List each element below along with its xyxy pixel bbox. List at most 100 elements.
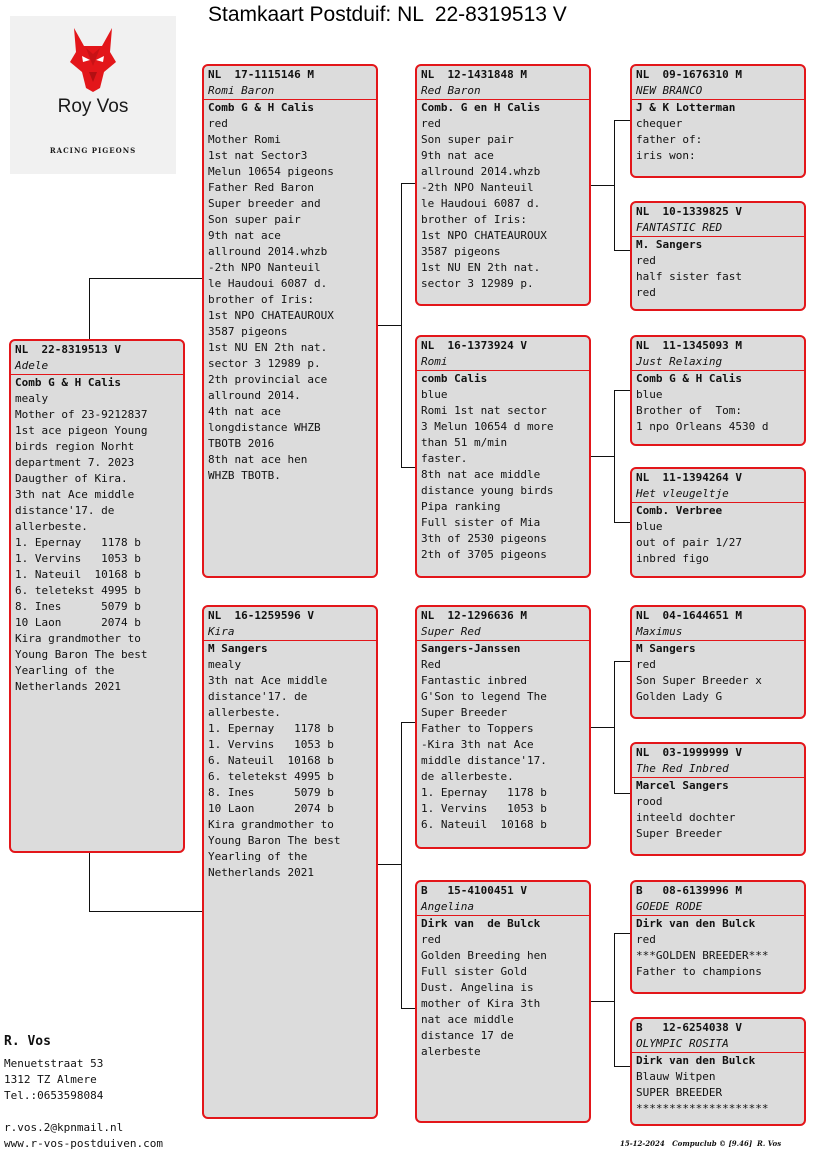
pigeon-name: OLYMPIC ROSITA xyxy=(632,1036,804,1053)
connector xyxy=(89,852,90,912)
ring-number: B 08-6139996 M xyxy=(636,884,742,897)
breeder-name: Sangers-Janssen xyxy=(421,642,521,655)
pedigree-line: longdistance WHZB xyxy=(208,421,321,434)
breeder-name: Marcel Sangers xyxy=(636,779,729,792)
pedigree-line: distance young birds xyxy=(421,484,554,497)
pedigree-line: red xyxy=(208,117,228,130)
ring-number: NL 16-1259596 V xyxy=(208,609,314,622)
pedigree-line: inbred figo xyxy=(636,552,709,565)
pedigree-line: red xyxy=(636,658,656,671)
connector xyxy=(614,522,632,523)
pedigree-line: G'Son to legend The xyxy=(421,690,547,703)
connector xyxy=(589,456,615,457)
pedigree-line: 1st NPO CHATEAUROUX xyxy=(208,309,334,322)
connector xyxy=(614,661,632,662)
owner-street: Menuetstraat 53 xyxy=(4,1057,104,1070)
pedigree-line: allerbeste. xyxy=(15,520,88,533)
pedigree-line: than 51 m/min xyxy=(421,436,508,449)
pedigree-line: half sister fast xyxy=(636,270,742,283)
pedigree-line: Melun 10654 pigeons xyxy=(208,165,334,178)
ring-number: NL 16-1373924 V xyxy=(421,339,527,352)
connector xyxy=(401,183,402,468)
owner-email[interactable]: r.vos.2@kpnmail.nl xyxy=(4,1121,124,1134)
pedigree-line: mealy xyxy=(208,658,242,671)
pedigree-line: 1. Vervins 1053 b xyxy=(208,738,334,751)
breeder-name: comb Calis xyxy=(421,372,488,385)
connector xyxy=(401,722,417,723)
breeder-name: Dirk van den Bulck xyxy=(636,917,756,930)
pedigree-line: Son super pair xyxy=(421,133,514,146)
pigeon-name: Super Red xyxy=(417,624,589,641)
pedigree-line: 3th of 2530 pigeons xyxy=(421,532,547,545)
ring-number: NL 03-1999999 V xyxy=(636,746,742,759)
pedigree-line: allround 2014.whzb xyxy=(421,165,541,178)
pedigree-line: ******************** xyxy=(636,1102,769,1115)
pedigree-line: 8. Ines 5079 b xyxy=(208,786,334,799)
pedigree-line: 3th nat Ace middle xyxy=(15,488,135,501)
ring-number: NL 17-1115146 M xyxy=(208,68,314,81)
connector xyxy=(614,1066,632,1067)
pedigree-line: distance'17. de xyxy=(208,690,308,703)
pedigree-line: middle distance'17. xyxy=(421,754,547,767)
pigeon-name: Romi xyxy=(417,354,589,371)
connector xyxy=(614,120,615,251)
pedigree-line: 9th nat ace xyxy=(208,229,281,242)
pigeon-name: Maximus xyxy=(632,624,804,641)
pedigree-line: faster. xyxy=(421,452,468,465)
ring-number: NL 12-1296636 M xyxy=(421,609,527,622)
pedigree-line: 6. Nateuil 10168 b xyxy=(421,818,547,831)
pedigree-line: red xyxy=(636,254,656,267)
pedigree-line: blue xyxy=(636,388,663,401)
ring-number: NL 12-1431848 M xyxy=(421,68,527,81)
logo: Roy Vos RACING PIGEONS xyxy=(10,16,176,174)
pedigree-line: nat ace middle xyxy=(421,1013,514,1026)
pedigree-line: allround 2014. xyxy=(208,389,301,402)
pigeon-name: Kira xyxy=(204,624,376,641)
pedigree-line: Father to Toppers xyxy=(421,722,534,735)
connector xyxy=(376,325,402,326)
pedigree-line: Mother of 23-9212837 xyxy=(15,408,148,421)
pedigree-line: 1st NU EN 2th nat. xyxy=(421,261,541,274)
pedigree-line: 2th provincial ace xyxy=(208,373,328,386)
connector xyxy=(89,278,90,340)
pigeon-name: GOEDE RODE xyxy=(632,899,804,916)
pigeon-name: FANTASTIC RED xyxy=(632,220,804,237)
connector xyxy=(89,911,205,912)
pedigree-line: Mother Romi xyxy=(208,133,281,146)
pedigree-line: red xyxy=(421,933,441,946)
breeder-name: Comb G & H Calis xyxy=(636,372,742,385)
pedigree-line: inteeld dochter xyxy=(636,811,736,824)
breeder-name: Comb G & H Calis xyxy=(15,376,121,389)
pedigree-line: 8th nat ace hen xyxy=(208,453,308,466)
pigeon-name: The Red Inbred xyxy=(632,761,804,778)
owner-website[interactable]: www.r-vos-postduiven.com xyxy=(4,1137,163,1150)
pedigree-line: brother of Iris: xyxy=(421,213,527,226)
pedigree-line: 1. Epernay 1178 b xyxy=(421,786,547,799)
pedigree-line: 4th nat ace xyxy=(208,405,281,418)
page-title: Stamkaart Postduif: NL 22-8319513 V xyxy=(208,3,567,26)
pedigree-line: Daugther of Kira. xyxy=(15,472,128,485)
pedigree-line: red xyxy=(636,933,656,946)
connector xyxy=(614,390,615,523)
owner-name: R. Vos xyxy=(4,1034,51,1049)
pigeon-name: Angelina xyxy=(417,899,589,916)
pedigree-line: Kira grandmother to xyxy=(15,632,141,645)
pedigree-line: 1st nat Sector3 xyxy=(208,149,308,162)
pedigree-line: de allerbeste. xyxy=(421,770,514,783)
pedigree-line: mother of Kira 3th xyxy=(421,997,541,1010)
pedigree-line: distance'17. de xyxy=(15,504,115,517)
pedigree-line: 9th nat ace xyxy=(421,149,494,162)
pedigree-line: red xyxy=(636,286,656,299)
pedigree-line: blue xyxy=(421,388,448,401)
pedigree-line: 1st NPO CHATEAUROUX xyxy=(421,229,547,242)
breeder-name: M Sangers xyxy=(636,642,696,655)
pedigree-line: 1st NU EN 2th nat. xyxy=(208,341,328,354)
pigeon-name: Adele xyxy=(11,358,183,375)
pedigree-line: allerbeste. xyxy=(208,706,281,719)
